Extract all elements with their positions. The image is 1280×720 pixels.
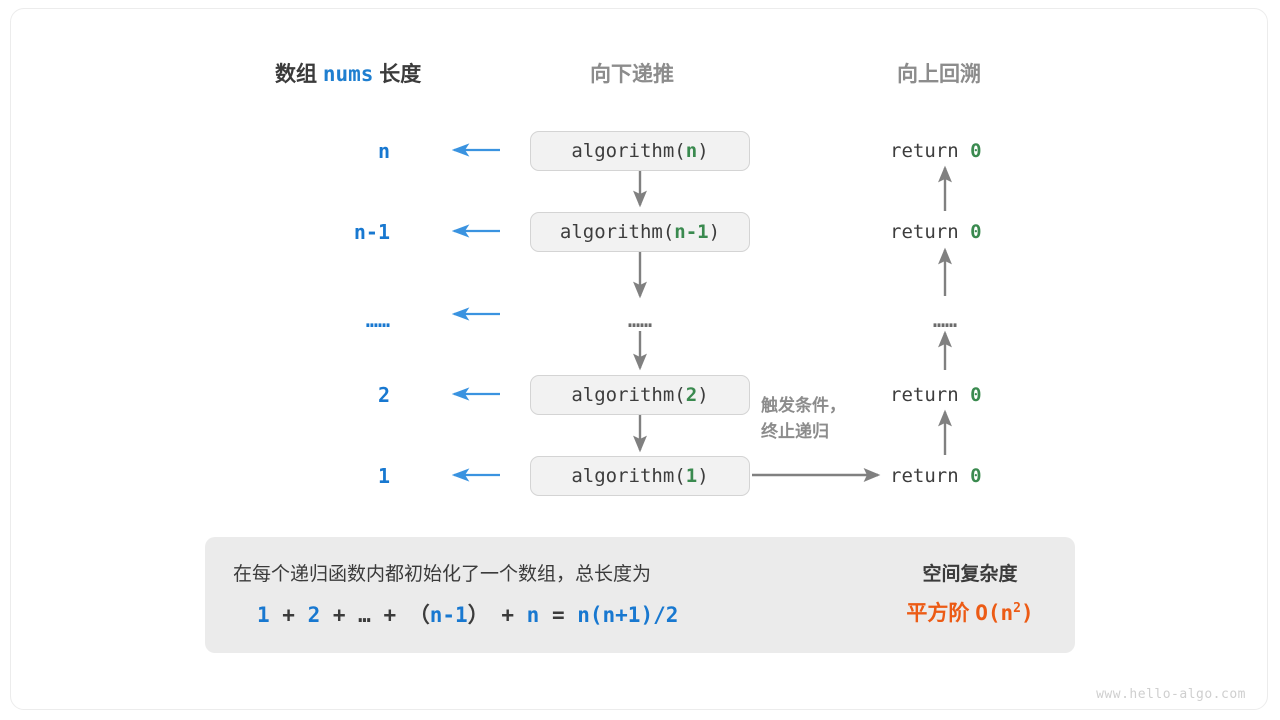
big-o-exponent: 2 bbox=[1013, 601, 1021, 616]
length-label-row-3: 2 bbox=[377, 383, 390, 407]
complexity-label: 平方阶 bbox=[906, 602, 970, 625]
return-line-row-0: return 0 bbox=[890, 140, 982, 162]
base-case-annotation: 触发条件， 终止递归 bbox=[761, 393, 846, 445]
return-keyword-row-4: return bbox=[890, 465, 971, 487]
base-case-annotation-line1: 触发条件， bbox=[761, 396, 846, 415]
call-box-row-3: algorithm(2) bbox=[530, 375, 750, 415]
summary-description: 在每个递归函数内都初始化了一个数组，总长度为 bbox=[233, 564, 652, 585]
formula-op-2: + … + （ bbox=[320, 603, 430, 627]
call-text-row-4: algorithm( bbox=[571, 465, 686, 487]
column-header-array-length: 数组 nums 长度 bbox=[275, 58, 421, 88]
formula-op-4: = bbox=[539, 603, 578, 627]
header-array-suffix: 长度 bbox=[379, 63, 422, 86]
length-label-row-4: 1 bbox=[377, 464, 390, 488]
length-label-row-2: …… bbox=[365, 308, 390, 332]
call-box-row-4: algorithm(1) bbox=[530, 456, 750, 496]
call-suffix-row-3: ) bbox=[697, 384, 709, 406]
return-line-row-3: return 0 bbox=[890, 384, 982, 406]
complexity-title: 空间复杂度 bbox=[922, 564, 1018, 585]
call-box-row-1: algorithm(n-1) bbox=[530, 212, 750, 252]
call-suffix-row-1: ) bbox=[708, 221, 721, 243]
return-value-row-4: 0 bbox=[970, 465, 982, 487]
call-arg-row-0: n bbox=[685, 140, 698, 162]
complexity-value: 平方阶 O(n2) bbox=[865, 597, 1075, 627]
watermark: www.hello-algo.com bbox=[1096, 687, 1246, 702]
call-arg-row-1: n-1 bbox=[674, 221, 709, 243]
header-array-code: nums bbox=[322, 62, 374, 86]
return-value-row-1: 0 bbox=[970, 221, 982, 243]
call-arg-row-3: 2 bbox=[685, 384, 698, 406]
return-value-row-0: 0 bbox=[970, 140, 982, 162]
big-o-prefix: O(n bbox=[975, 601, 1014, 625]
header-array-prefix: 数组 bbox=[275, 63, 317, 86]
call-suffix-row-0: ) bbox=[697, 140, 709, 162]
return-ellipsis-row-2: …… bbox=[932, 308, 958, 332]
call-ellipsis-row-2: …… bbox=[627, 308, 653, 332]
call-text-row-3: algorithm( bbox=[571, 384, 686, 406]
call-suffix-row-4: ) bbox=[697, 465, 709, 487]
formula-term-3: n-1 bbox=[429, 603, 468, 627]
formula-term-1: 1 bbox=[257, 603, 270, 627]
complexity-big-o: O(n2) bbox=[975, 601, 1033, 625]
formula-op-1: + bbox=[269, 603, 308, 627]
return-keyword-row-1: return bbox=[890, 221, 971, 243]
formula-term-2: 2 bbox=[307, 603, 321, 627]
return-keyword-row-0: return bbox=[890, 140, 971, 162]
return-keyword-row-3: return bbox=[890, 384, 971, 406]
formula-op-3: ） + bbox=[467, 603, 527, 627]
summary-panel: 在每个递归函数内都初始化了一个数组，总长度为 1 + 2 + … + （n-1）… bbox=[205, 537, 1075, 653]
call-arg-row-4: 1 bbox=[685, 465, 698, 487]
big-o-suffix: ) bbox=[1020, 601, 1034, 625]
call-text-row-0: algorithm( bbox=[571, 140, 686, 162]
summary-formula: 1 + 2 + … + （n-1） + n = n(n+1)/2 bbox=[257, 599, 678, 629]
call-box-row-0: algorithm(n) bbox=[530, 131, 750, 171]
length-label-row-0: n bbox=[377, 139, 390, 163]
base-case-annotation-line2: 终止递归 bbox=[761, 422, 829, 441]
return-line-row-1: return 0 bbox=[890, 221, 982, 243]
return-value-row-3: 0 bbox=[970, 384, 982, 406]
call-text-row-1: algorithm( bbox=[559, 221, 675, 243]
return-line-row-4: return 0 bbox=[890, 465, 982, 487]
length-label-row-1: n-1 bbox=[353, 220, 390, 244]
formula-term-4: n bbox=[526, 603, 540, 627]
column-header-descend: 向下递推 bbox=[590, 63, 674, 86]
column-header-backtrack: 向上回溯 bbox=[897, 63, 981, 86]
formula-term-5: n(n+1)/2 bbox=[577, 603, 679, 627]
